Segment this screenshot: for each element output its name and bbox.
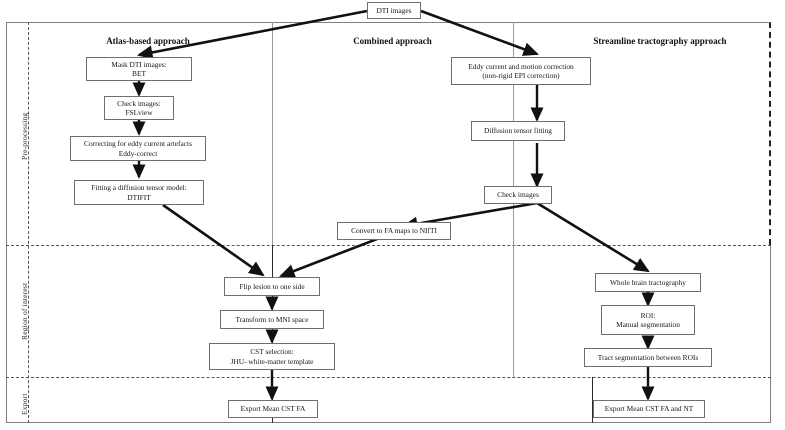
node-fitting-diffusion-tensor-model-dtifit-line1: Fitting a diffusion tensor model: bbox=[91, 183, 187, 193]
column-header-streamline: Streamline tractography approach bbox=[593, 36, 727, 46]
node-eddy-current-motion-correction[interactable]: Eddy current and motion correction (non-… bbox=[451, 57, 591, 85]
node-correcting-eddy-current-artefacts[interactable]: Correcting for eddy current artefacts Ed… bbox=[70, 136, 206, 161]
node-whole-brain-tractography[interactable]: Whole brain tractography bbox=[595, 273, 701, 292]
node-roi-manual-segmentation[interactable]: ROI: Manual segmentation bbox=[601, 305, 695, 335]
node-export-mean-cst-fa-line1: Export Mean CST FA bbox=[240, 404, 306, 414]
node-diffusion-tensor-fitting[interactable]: Diffusion tensor fitting bbox=[471, 121, 565, 141]
node-convert-fa-maps-nifti[interactable]: Convert to FA maps to NIfTI bbox=[337, 222, 451, 240]
node-transform-mni-space[interactable]: Transform to MNI space bbox=[220, 310, 324, 329]
node-correcting-eddy-current-artefacts-line1: Correcting for eddy current artefacts bbox=[84, 139, 192, 149]
node-cst-selection-jhu-template-line2: JHU- white-matter template bbox=[230, 356, 314, 366]
column-divider-combined-streamline-mid bbox=[513, 245, 514, 377]
node-flip-lesion-one-side[interactable]: Flip lesion to one side bbox=[224, 277, 320, 296]
node-tract-segmentation-between-rois[interactable]: Tract segmentation between ROIs bbox=[584, 348, 712, 367]
node-mask-dti-images-line2: BET bbox=[132, 69, 146, 78]
node-transform-mni-space-line1: Transform to MNI space bbox=[235, 314, 309, 324]
node-tract-segmentation-between-rois-line1: Tract segmentation between ROIs bbox=[597, 352, 699, 362]
node-cst-selection-jhu-template-line1: CST selection: bbox=[250, 347, 294, 357]
band-divider-1 bbox=[6, 245, 771, 246]
node-convert-fa-maps-nifti-line1: Convert to FA maps to NIfTI bbox=[351, 226, 437, 236]
node-check-images-fslview-line1: Check images: bbox=[117, 98, 161, 108]
node-check-images-line1: Check images bbox=[497, 190, 539, 200]
node-eddy-current-motion-correction-line1: Eddy current and motion correction bbox=[468, 61, 574, 71]
band-label-region-of-interest: Region of interest bbox=[20, 282, 29, 340]
node-cst-selection-jhu-template[interactable]: CST selection: JHU- white-matter templat… bbox=[209, 343, 335, 370]
column-divider-combined-streamline-bot bbox=[592, 377, 593, 423]
node-dti-images[interactable]: DTI images bbox=[367, 2, 421, 19]
node-roi-manual-segmentation-line2: Manual segmentation bbox=[616, 320, 680, 329]
node-diffusion-tensor-fitting-line1: Diffusion tensor fitting bbox=[483, 126, 553, 136]
node-export-mean-cst-fa[interactable]: Export Mean CST FA bbox=[228, 400, 318, 418]
column-header-atlas-based: Atlas-based approach bbox=[106, 36, 190, 46]
node-mask-dti-images[interactable]: Mask DTI images: BET bbox=[86, 57, 192, 81]
band-frame-region-of-interest bbox=[6, 245, 771, 377]
node-dti-images-line1: DTI images bbox=[376, 5, 412, 15]
node-eddy-current-motion-correction-line2: (non-rigid EPI correction) bbox=[482, 71, 560, 80]
band-label-export: Export bbox=[20, 393, 29, 415]
node-check-images-fslview[interactable]: Check images: FSLview bbox=[104, 96, 174, 120]
column-header-combined: Combined approach bbox=[353, 36, 432, 46]
node-correcting-eddy-current-artefacts-line2: Eddy-correct bbox=[118, 148, 158, 158]
node-check-images-fslview-line2: FSLview bbox=[125, 108, 153, 117]
node-fitting-diffusion-tensor-model-dtifit[interactable]: Fitting a diffusion tensor model: DTIFIT bbox=[74, 180, 204, 205]
node-flip-lesion-one-side-line1: Flip lesion to one side bbox=[239, 281, 305, 291]
node-roi-manual-segmentation-line1: ROI: bbox=[640, 310, 656, 320]
band-label-gutter-divider bbox=[28, 22, 29, 423]
column-divider-atlas-combined-top bbox=[272, 22, 273, 245]
band-frame-preprocessing bbox=[6, 22, 771, 245]
node-mask-dti-images-line1: Mask DTI images: bbox=[111, 59, 167, 69]
band-frame-export bbox=[6, 377, 771, 423]
node-export-mean-cst-fa-nt[interactable]: Export Mean CST FA and NT bbox=[593, 400, 705, 418]
node-whole-brain-tractography-line1: Whole brain tractography bbox=[610, 277, 686, 287]
node-check-images[interactable]: Check images bbox=[484, 186, 552, 204]
band-divider-2 bbox=[6, 377, 771, 378]
node-export-mean-cst-fa-nt-line1: Export Mean CST FA and NT bbox=[604, 404, 694, 414]
band-label-preprocessing: Pre-processing bbox=[20, 112, 29, 160]
node-fitting-diffusion-tensor-model-dtifit-line2: DTIFIT bbox=[127, 192, 151, 202]
